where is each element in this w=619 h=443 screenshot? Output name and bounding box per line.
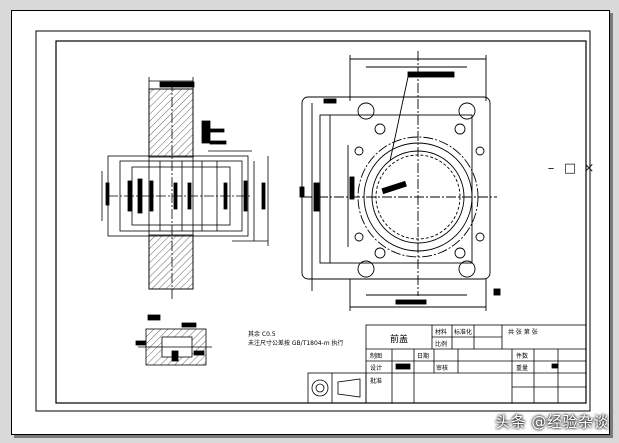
watermark-text: 头条 @经验杂谈 — [495, 412, 609, 431]
design-label: 设计 — [370, 364, 382, 372]
cad-drawing: 其余 C0.5 未注尺寸公差按 GB/T1804-m 执行 — [35, 30, 591, 412]
title-block — [307, 324, 587, 404]
date-label: 日期 — [417, 352, 429, 360]
check-label: 审核 — [436, 364, 448, 372]
qty-label: 件数 — [516, 352, 528, 360]
front-view — [299, 51, 501, 311]
section-view — [101, 77, 269, 301]
approve-label: 批准 — [370, 377, 382, 385]
std-label: 标准化 — [454, 328, 472, 336]
drawing-sheet: 其余 C0.5 未注尺寸公差按 GB/T1804-m 执行 — [11, 10, 610, 435]
bore-outer — [363, 142, 473, 252]
scale-label: 比例 — [435, 340, 447, 348]
note-line-2: 未注尺寸公差按 GB/T1804-m 执行 — [248, 339, 344, 347]
section-hatch-upper — [148, 88, 194, 158]
note-line-1: 其余 C0.5 — [248, 330, 276, 338]
outer-frame — [35, 30, 591, 412]
minimize-icon[interactable]: – — [547, 161, 555, 176]
close-icon[interactable]: × — [583, 161, 595, 176]
watermark: 头条 @经验杂谈 — [495, 409, 609, 433]
detail-view — [135, 314, 212, 366]
weight-label: 重量 — [516, 364, 528, 372]
material-label: 材料 — [435, 328, 447, 336]
restore-icon[interactable]: □ — [563, 161, 577, 176]
bolt-holes — [354, 102, 485, 278]
part-name: 前盖 — [390, 333, 408, 345]
section-hatch-lower — [148, 234, 194, 290]
sheet-label: 共 张 第 张 — [508, 328, 538, 336]
drawn-label: 制图 — [370, 352, 382, 360]
